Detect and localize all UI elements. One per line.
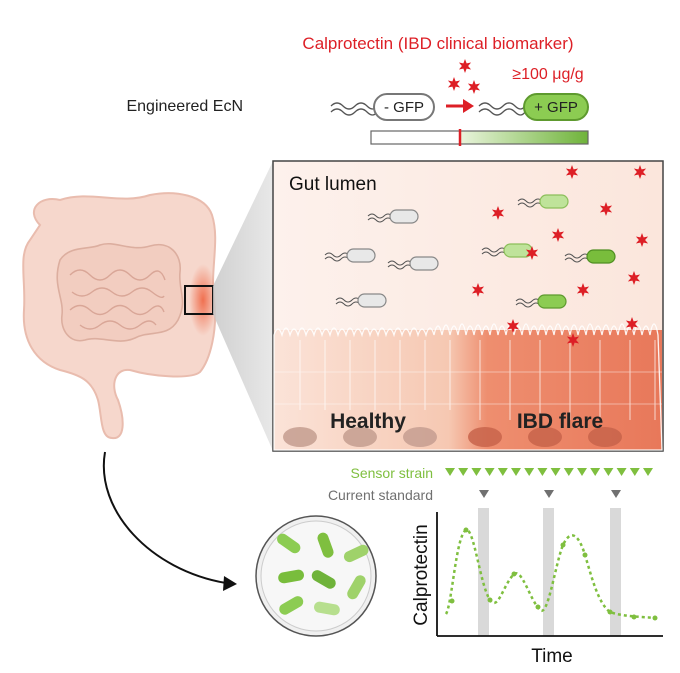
sensor-triangle-icon — [511, 468, 521, 476]
sensor-triangle-icon — [537, 468, 548, 476]
sensor-triangle-icon — [471, 468, 482, 476]
calprotectin-star-icon — [447, 59, 481, 94]
sensor-triangle-icon — [445, 468, 653, 476]
current-standard-label: Current standard — [328, 487, 433, 503]
gfp-on-label: + GFP — [534, 99, 578, 116]
bacterium-gfp-off: - GFP — [330, 93, 435, 121]
x-axis-label: Time — [531, 646, 573, 667]
sensor-triangle-icon — [563, 468, 574, 476]
gut-lumen-title: Gut lumen — [289, 174, 377, 195]
bacterium-icon — [324, 194, 616, 309]
sampling-window — [610, 508, 621, 636]
sensor-triangle-icon — [445, 468, 455, 476]
sensor-triangle-icon — [629, 468, 640, 476]
sensor-triangle-icon — [577, 468, 587, 476]
calprotectin-plot: Time Calprotectin — [411, 508, 663, 667]
zoom-cone — [213, 161, 273, 451]
standard-triangle-icon — [479, 490, 621, 498]
fluorescence-meter — [370, 129, 589, 146]
sampling-window — [543, 508, 554, 636]
engineered-ecn-label: Engineered EcN — [126, 98, 243, 115]
sensor-triangle-icon — [590, 468, 601, 476]
sensor-triangle-icon — [484, 468, 495, 476]
sensor-triangle-icon — [603, 468, 614, 476]
sensor-triangle-icon — [643, 468, 653, 476]
healthy-label: Healthy — [330, 410, 406, 433]
gut-lumen-panel: Gut lumen Healthy IBD flare — [272, 160, 664, 452]
sensor-triangle-icon — [458, 468, 469, 476]
standard-triangle-icon — [479, 490, 489, 498]
sensor-triangle-icon — [524, 468, 535, 476]
standard-triangle-icon — [611, 490, 621, 498]
y-axis-label: Calprotectin — [411, 524, 432, 625]
intestine-icon — [22, 192, 217, 440]
sampling-arrow — [102, 451, 237, 591]
threshold-label: ≥100 μg/g — [512, 66, 583, 83]
induction-arrow — [446, 99, 474, 113]
standard-triangle-icon — [544, 490, 554, 498]
petri-dish-icon — [255, 515, 377, 637]
sampling-window — [478, 508, 489, 636]
sensor-triangle-icon — [550, 468, 561, 476]
sensor-triangle-icon — [616, 468, 627, 476]
ibd-flare-label: IBD flare — [517, 410, 603, 433]
sensor-triangle-icon — [497, 468, 508, 476]
calprotectin-label: Calprotectin (IBD clinical biomarker) — [302, 34, 573, 53]
gfp-off-label: - GFP — [384, 99, 424, 116]
calprotectin-curve — [444, 528, 659, 620]
bacterium-gfp-on: + GFP — [478, 93, 589, 121]
sensor-strain-label: Sensor strain — [351, 465, 433, 481]
sensor-reading-dot — [449, 527, 658, 621]
